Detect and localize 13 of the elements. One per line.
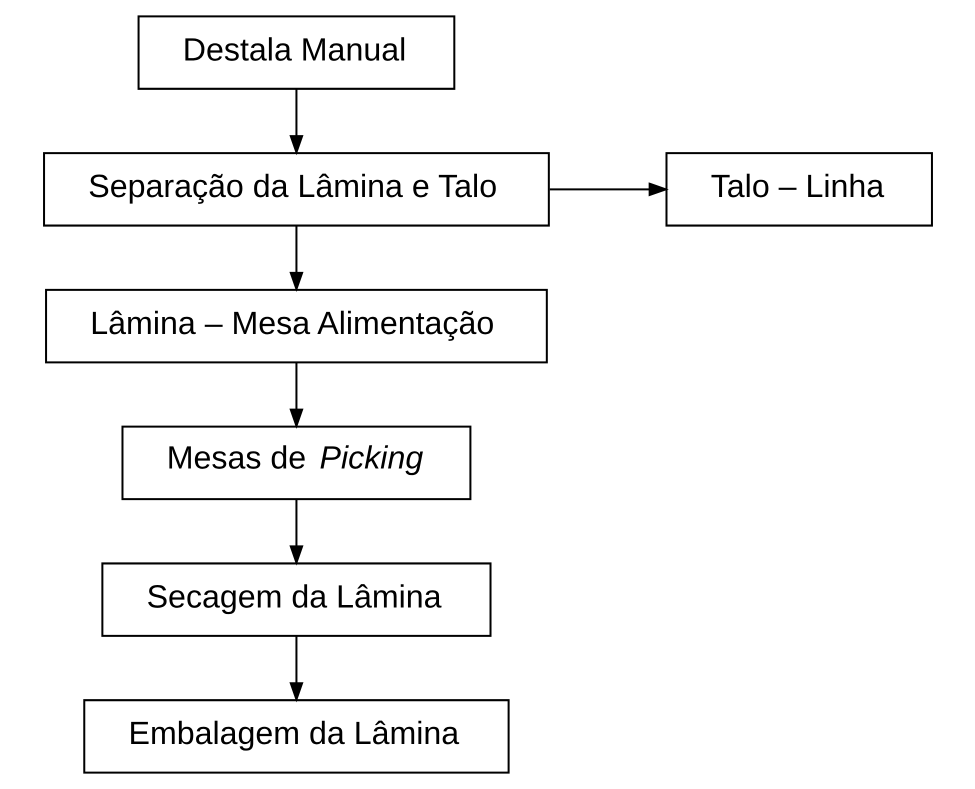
arrow <box>288 90 303 156</box>
arrow <box>288 226 303 292</box>
node-box: Separação da Lâmina e Talo <box>42 152 550 227</box>
arrow <box>288 500 303 566</box>
arrow <box>288 363 303 429</box>
arrow <box>288 636 303 702</box>
node-box: Talo – Linha <box>664 152 932 227</box>
node-box: Embalagem da Lâmina <box>82 699 510 774</box>
arrow <box>549 182 668 196</box>
node-box: Lâmina – Mesa Alimentação <box>44 288 548 364</box>
node-box: Secagem da Lâmina <box>100 562 492 637</box>
node-box: Destala Manual <box>137 15 455 90</box>
node-box: Mesas de Picking <box>120 426 471 500</box>
